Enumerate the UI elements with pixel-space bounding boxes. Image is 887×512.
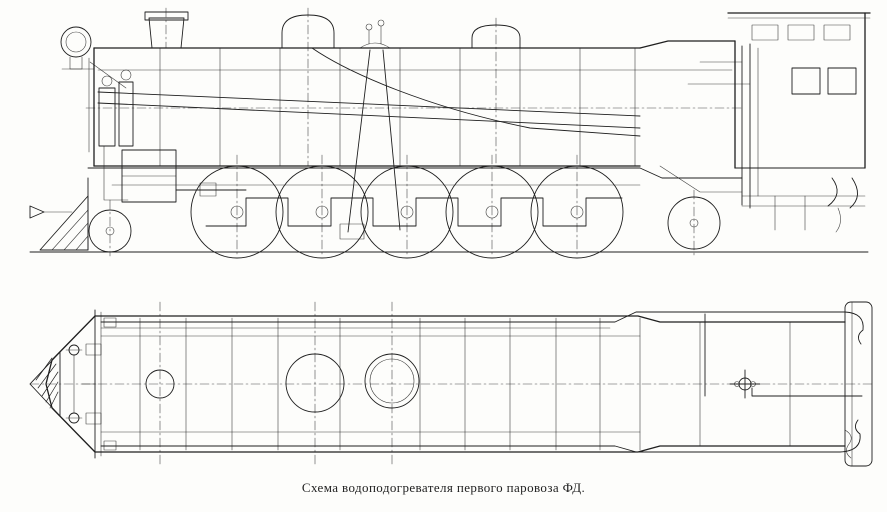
plan-heater-pipes [101,312,863,458]
pilot-cowcatcher [30,178,88,250]
plan-valve-fitting [730,370,760,398]
plan-body-outline [46,310,845,458]
cylinder-block [88,150,742,202]
side-elevation-view [30,8,870,258]
rear-draw-gear [742,178,865,232]
plan-front-details [66,318,116,450]
cab-piping [660,44,758,208]
figure-caption: Схема водоподогревателя первого паровоза… [301,480,586,495]
plan-dome-circles [146,302,419,466]
plan-view [30,302,874,466]
plan-coupler-wedge [30,352,60,416]
cab [728,13,870,168]
front-pump-equipment [90,62,133,200]
driving-wheels [191,166,623,258]
plan-band-lines [140,318,790,450]
construction-centerlines [86,8,742,256]
chimney [145,12,188,48]
headlight [61,27,94,69]
boiler [89,41,735,166]
coupling-rod [206,198,622,226]
boiler-piping [98,48,732,239]
plan-rear-beam [845,302,872,466]
safety-valves [360,20,390,48]
locomotive-schematic-drawing [0,0,887,474]
